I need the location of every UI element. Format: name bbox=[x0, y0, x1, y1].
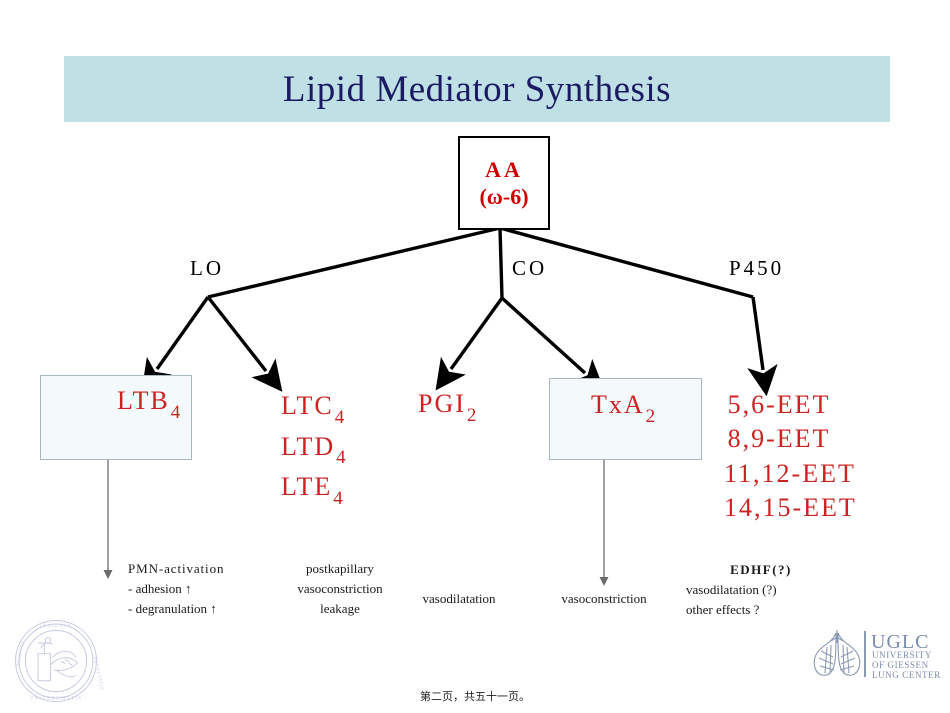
effects-lt-line-1: postkapillary bbox=[306, 561, 374, 576]
product-lte4: LTE4 bbox=[281, 470, 346, 511]
product-ltb4-sub: 4 bbox=[170, 401, 181, 423]
uglc-acronym: UGLC bbox=[871, 631, 929, 653]
product-txa2-name: TxA bbox=[591, 390, 645, 419]
product-txa2: TxA2 bbox=[591, 390, 655, 428]
svg-text:INSIGNIA: INSIGNIA bbox=[40, 624, 72, 629]
effects-lt-line-2: vasoconstriction bbox=[297, 581, 383, 597]
product-eet-5-6: 5,6-EET bbox=[727, 390, 831, 419]
effects-pgi2: vasodilatation bbox=[402, 589, 516, 609]
aa-omega-label: (ω-6) bbox=[479, 184, 529, 209]
effect-arrows bbox=[103, 459, 609, 586]
product-lte4-name: LTE bbox=[281, 472, 333, 502]
effects-txa2-line-1: vasoconstriction bbox=[561, 591, 647, 606]
product-ltc4-name: LTC bbox=[281, 391, 334, 420]
product-lte4-sub: 4 bbox=[333, 487, 343, 509]
effects-lt-line-3: leakage bbox=[320, 601, 360, 617]
p450-branch-arrow bbox=[747, 296, 778, 397]
uglc-logo: UGLC UNIVERSITY OF GIESSEN LUNG CENTER bbox=[813, 630, 941, 680]
product-ltc4: LTC4 bbox=[281, 389, 346, 430]
slide-footer: 第二页，共五十一页。 bbox=[420, 690, 530, 703]
product-ltc4-sub: 4 bbox=[334, 406, 345, 428]
title-banner: Lipid Mediator Synthesis bbox=[64, 56, 890, 122]
enzyme-label-lo: LO bbox=[190, 256, 224, 280]
product-ltb4: LTB4 bbox=[117, 386, 180, 424]
product-eet-11-12: 11,12-EET bbox=[724, 458, 856, 488]
product-ltd4: LTD4 bbox=[281, 430, 346, 471]
product-ltb4-name: LTB bbox=[117, 386, 170, 415]
lo-branch-arrows bbox=[141, 295, 283, 392]
effects-txa2: vasoconstriction bbox=[540, 589, 668, 609]
effects-ltb4-line-2: - adhesion ↑ bbox=[128, 581, 192, 597]
effects-lt-series: postkapillary vasoconstriction leakage bbox=[275, 559, 405, 619]
enzyme-label-co: CO bbox=[512, 256, 548, 280]
lungs-icon bbox=[813, 630, 861, 676]
effects-eets-line-2: other effects ? bbox=[686, 602, 760, 618]
product-eet-14-15: 14,15-EET bbox=[724, 492, 857, 522]
effects-ltb4: PMN-activation - adhesion ↑ - degranulat… bbox=[128, 559, 224, 619]
product-ltd4-name: LTD bbox=[281, 431, 336, 461]
product-txa2-sub: 2 bbox=[645, 405, 656, 427]
effects-eets: EDHF(?) vasodilatation (?) other effects… bbox=[686, 560, 836, 620]
product-pgi2-sub: 2 bbox=[466, 404, 477, 426]
ltb4-box bbox=[40, 375, 192, 460]
uglc-line-2: OF GIESSEN bbox=[872, 660, 929, 670]
uglc-line-1: UNIVERSITY bbox=[872, 650, 932, 660]
svg-text:VNIVERSITATIS: VNIVERSITATIS bbox=[30, 697, 82, 702]
product-eet-list: 5,6-EET 8,9-EET 11,12-EET 14,15-EET bbox=[724, 388, 857, 525]
effects-pgi2-line-1: vasodilatation bbox=[422, 591, 496, 606]
page-title: Lipid Mediator Synthesis bbox=[282, 68, 672, 110]
product-pgi2-name: PGI bbox=[418, 389, 466, 418]
product-eet-8-9: 8,9-EET bbox=[727, 424, 831, 454]
effects-ltb4-line-3: - degranulation ↑ bbox=[128, 601, 217, 617]
aa-label: AA bbox=[485, 156, 523, 182]
effects-eets-line-1: vasodilatation (?) bbox=[686, 582, 777, 598]
product-ltd4-sub: 4 bbox=[336, 447, 346, 469]
txa2-box bbox=[549, 378, 702, 460]
aa-source-box: AA (ω-6) bbox=[458, 136, 550, 230]
product-pgi2: PGI2 bbox=[418, 389, 476, 427]
svg-text:MEDICAE: MEDICAE bbox=[16, 640, 26, 667]
university-seal-icon: INSIGNIA VNIVERSITATIS MEDICAE FACVLTATI… bbox=[15, 620, 104, 702]
svg-text:FACVLTATIS: FACVLTATIS bbox=[92, 657, 104, 691]
effects-ltb4-line-1: PMN-activation bbox=[128, 561, 225, 576]
uglc-line-3: LUNG CENTER bbox=[872, 670, 941, 680]
aa-branch-lines bbox=[207, 226, 754, 299]
effects-eets-heading: EDHF(?) bbox=[730, 562, 792, 577]
product-lt-series: LTC4 LTD4 LTE4 bbox=[281, 389, 346, 511]
co-branch-arrows bbox=[435, 296, 605, 391]
enzyme-label-p450: P450 bbox=[729, 256, 785, 280]
